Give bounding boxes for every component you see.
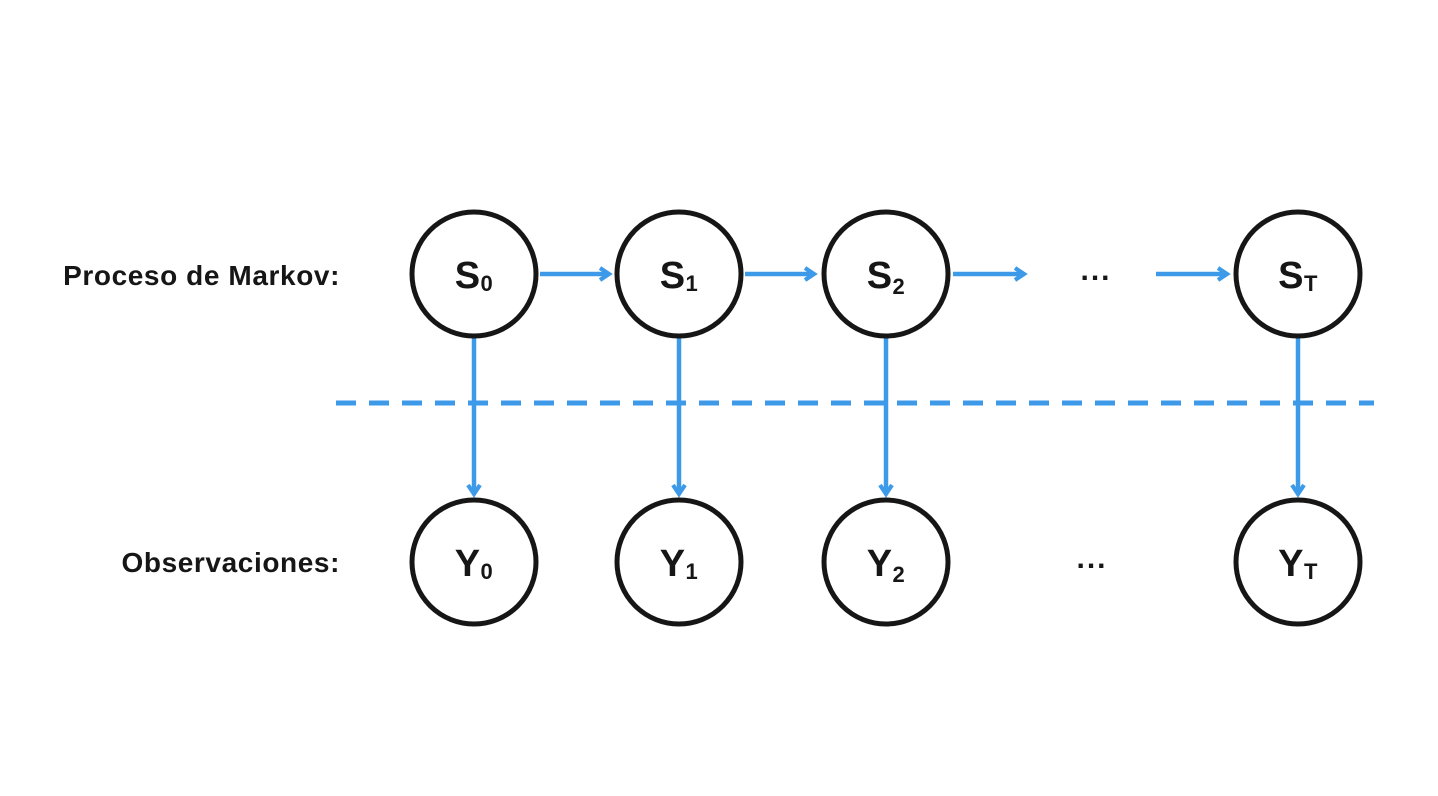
state-node-s0-label: S0 (455, 255, 494, 297)
observation-node-y0-label: Y0 (455, 543, 494, 585)
observation-node-y2-label: Y2 (867, 543, 906, 587)
state-node-s2-label: S2 (867, 255, 906, 299)
states-row-ellipsis: ... (1080, 254, 1111, 287)
observation-node-y0: Y0 (409, 497, 539, 627)
observation-node-y1: Y1 (614, 497, 744, 627)
observation-node-y1-circle (614, 497, 744, 627)
state-node-s1-label: S1 (660, 255, 699, 297)
observation-node-y0-circle (409, 497, 539, 627)
state-node-s0-circle (409, 209, 539, 339)
state-node-s0: S0 (409, 209, 539, 339)
state-node-st-label: ST (1278, 255, 1318, 297)
state-node-s2: S2 (821, 209, 951, 339)
observation-node-yt: YT (1233, 497, 1363, 627)
observations-row-label: Observaciones: (122, 547, 341, 578)
observation-node-y2: Y2 (821, 497, 951, 627)
state-node-st-circle (1233, 209, 1363, 339)
observations-row-ellipsis: ... (1076, 542, 1107, 575)
observation-node-yt-circle (1233, 497, 1363, 627)
markov-process-row-label: Proceso de Markov: (63, 260, 340, 291)
observation-node-yt-label: YT (1278, 543, 1318, 585)
state-node-s1-circle (614, 209, 744, 339)
observation-node-y1-label: Y1 (660, 543, 699, 585)
state-node-s2-circle (821, 209, 951, 339)
observation-node-y2-circle (821, 497, 951, 627)
state-node-st: ST (1233, 209, 1363, 339)
state-node-s1: S1 (614, 209, 744, 339)
